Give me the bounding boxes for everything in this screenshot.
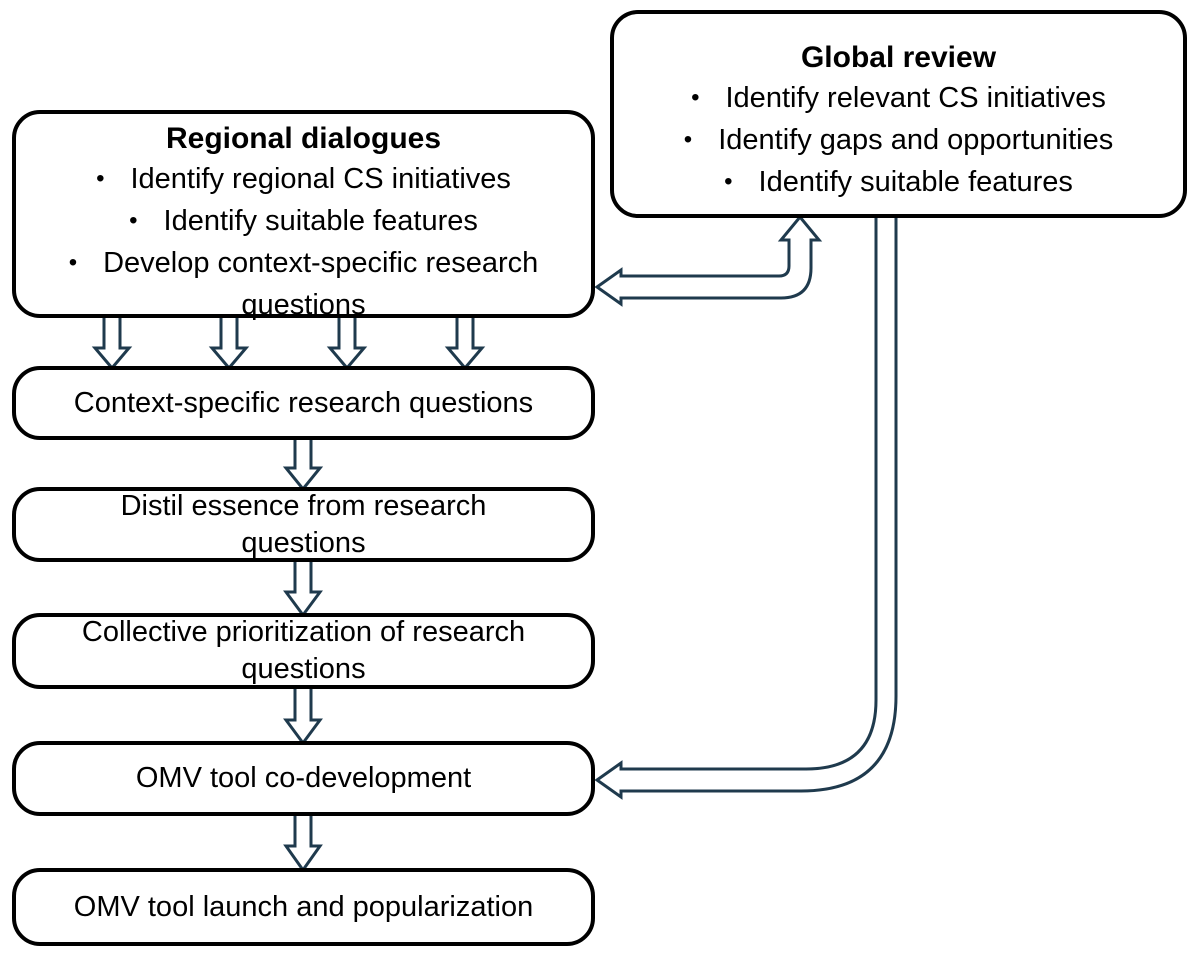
- bullet-item: • Identify regional CS initiatives: [30, 159, 577, 201]
- flow-box-omv-codevelopment: OMV tool co-development: [12, 741, 595, 816]
- bullet-item: • Identify gaps and opportunities: [628, 120, 1169, 162]
- flow-box-distil-essence: Distil essence from research questions: [12, 487, 595, 562]
- bullet-text: Develop context-specific research questi…: [103, 247, 539, 321]
- bullet-marker: •: [683, 126, 693, 153]
- flow-box-label-line: Distil essence from research: [120, 489, 487, 522]
- flow-down-arrow-2: [283, 557, 323, 618]
- flow-box-label: OMV tool launch and popularization: [73, 890, 534, 923]
- regional-global-double-arrow: [594, 214, 823, 307]
- flow-box-label-line: questions: [241, 653, 366, 685]
- flow-box-label: Distil essence from research questions: [121, 488, 487, 562]
- regional-dialogues-box: Regional dialogues • Identify regional CS…: [12, 110, 595, 321]
- flow-box-label: Context-specific research questions: [73, 386, 534, 419]
- global-review-box: Global review • Identify relevant CS init…: [610, 10, 1187, 218]
- flow-down-arrow-1: [282, 435, 324, 492]
- bullet-marker: •: [724, 168, 733, 195]
- bullet-item: • Identify relevant CS initiatives: [628, 78, 1169, 120]
- bullet-item: • Identify suitable features: [30, 201, 577, 243]
- global-to-codev-arrow: [594, 213, 898, 800]
- bullet-text: Identify gaps and opportunities: [718, 124, 1114, 156]
- bullet-marker: •: [68, 249, 78, 276]
- bullet-marker: •: [129, 207, 138, 234]
- flow-down-arrow-4: [283, 811, 323, 873]
- flow-box-context-questions: Context-specific research questions: [12, 366, 595, 440]
- global-review-title: Global review: [800, 41, 997, 74]
- bullet-text: Identify suitable features: [163, 205, 478, 237]
- flow-box-omv-launch: OMV tool launch and popularization: [12, 868, 595, 946]
- bullet-text: Identify suitable features: [758, 166, 1073, 198]
- bullet-text: Identify relevant CS initiatives: [725, 82, 1106, 114]
- flow-down-arrow-3: [283, 684, 323, 746]
- flow-box-collective-prioritization: Collective prioritization of research qu…: [12, 613, 595, 689]
- flow-box-label-line: questions: [241, 526, 366, 559]
- regional-dialogues-title: Regional dialogues: [165, 122, 442, 155]
- bullet-text: Identify regional CS initiatives: [130, 163, 511, 195]
- bullet-item: • Identify suitable features: [628, 162, 1169, 204]
- flow-box-label-line: Collective prioritization of research: [81, 616, 526, 648]
- bullet-marker: •: [691, 84, 700, 111]
- bullet-item: • Develop context-specific research quest…: [30, 243, 577, 325]
- flow-box-label: Collective prioritization of research qu…: [82, 614, 525, 688]
- bullet-marker: •: [96, 165, 105, 192]
- flow-box-label: OMV tool co-development: [135, 762, 472, 794]
